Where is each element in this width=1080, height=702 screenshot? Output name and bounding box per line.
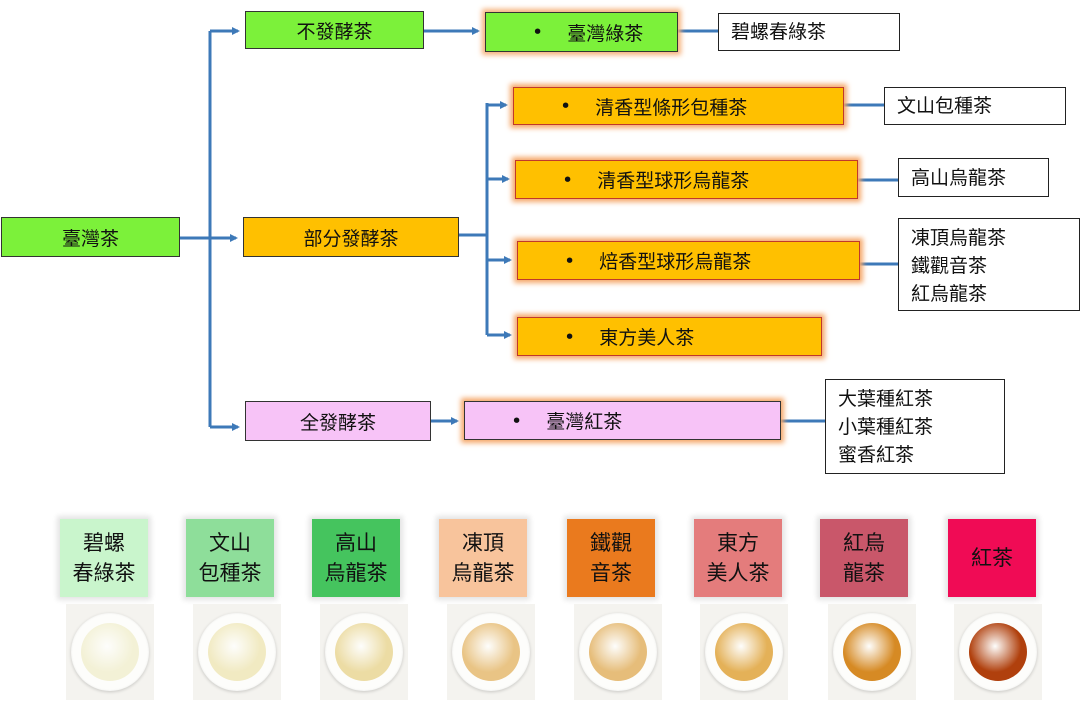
swatch-oriental-beauty: 東方 美人茶: [694, 519, 782, 597]
cup-tieguanyin: [574, 604, 662, 700]
cup-oriental-beauty: [700, 604, 788, 700]
swatch-line2: 包種茶: [198, 561, 262, 585]
subtype-oriental-beauty: 東方美人茶: [517, 317, 822, 356]
swatch-dongding-oolong: 凍頂 烏龍茶: [439, 519, 527, 597]
cup-black-tea: [954, 604, 1042, 700]
cup-rim: [705, 613, 783, 691]
connector-partial-trunk: [459, 103, 489, 335]
examples-black-tea: 大葉種紅茶 小葉種紅茶 蜜香紅茶: [825, 379, 1005, 474]
swatch-line1: 東方: [717, 531, 759, 555]
cup-wenshan-baozhong: [193, 604, 281, 700]
subtype-black-tea-label: 臺灣紅茶: [546, 411, 623, 433]
swatch-line2: 烏龍茶: [451, 561, 515, 585]
swatch-line1: 高山: [335, 531, 377, 555]
tea-liquor: [208, 623, 266, 681]
subtype-ball-oolong: 清香型球形烏龍茶: [515, 160, 858, 199]
cup-rim: [71, 613, 149, 691]
swatch-high-mountain-oolong: 高山 烏龍茶: [312, 519, 400, 597]
swatch-line2: 烏龍茶: [324, 561, 388, 585]
swatch-line2: 春綠茶: [72, 561, 136, 585]
subtype-roast-oolong: 焙香型球形烏龍茶: [517, 241, 860, 280]
category-full-label: 全發酵茶: [299, 411, 376, 434]
examples-green-tea: 碧螺春綠茶: [718, 13, 900, 51]
subtype-green-tea-label: 臺灣綠茶: [567, 22, 644, 45]
cup-rim: [325, 613, 403, 691]
examples-roast-oolong: 凍頂烏龍茶 鐵觀音茶 紅烏龍茶: [898, 218, 1080, 311]
tea-liquor: [969, 623, 1027, 681]
examples-baozhong: 文山包種茶: [884, 87, 1066, 125]
example-item: 蜜香紅茶: [838, 444, 915, 466]
subtype-ball-oolong-label: 清香型球形烏龍茶: [597, 170, 750, 192]
subtype-roast-oolong-label: 焙香型球形烏龍茶: [599, 251, 752, 273]
swatch-line1: 文山: [209, 531, 251, 555]
subtype-oriental-beauty-label: 東方美人茶: [599, 327, 695, 349]
tea-liquor: [462, 623, 520, 681]
swatch-tieguanyin: 鐵觀 音茶: [567, 519, 655, 597]
swatch-red-oolong: 紅烏 龍茶: [820, 519, 908, 597]
connector-root-trunk: [180, 31, 212, 427]
category-partial-label: 部分發酵茶: [303, 227, 399, 250]
example-item: 高山烏龍茶: [911, 167, 1007, 189]
tea-liquor: [81, 623, 139, 681]
root-node: 臺灣茶: [1, 217, 180, 257]
swatch-line1: 紅烏: [843, 531, 885, 555]
subtype-green-tea: 臺灣綠茶: [485, 12, 678, 52]
swatch-line2: 音茶: [590, 561, 632, 585]
swatch-black-tea: 紅茶: [948, 519, 1036, 597]
example-item: 小葉種紅茶: [838, 416, 934, 438]
cup-rim: [198, 613, 276, 691]
example-item: 大葉種紅茶: [838, 388, 934, 410]
examples-ball-oolong: 高山烏龍茶: [898, 158, 1049, 197]
cup-biluochun: [66, 604, 154, 700]
swatch-biluochun: 碧螺 春綠茶: [60, 519, 148, 597]
cup-dongding-oolong: [447, 604, 535, 700]
example-item: 紅烏龍茶: [911, 283, 988, 305]
subtype-baozhong-label: 清香型條形包種茶: [595, 96, 748, 119]
cup-high-mountain-oolong: [320, 604, 408, 700]
cup-red-oolong: [828, 604, 916, 700]
swatch-wenshan-baozhong: 文山 包種茶: [186, 519, 274, 597]
swatch-line1: 鐵觀: [590, 531, 632, 555]
cup-rim: [579, 613, 657, 691]
swatch-line1: 凍頂: [462, 531, 504, 555]
swatch-line1: 紅茶: [971, 546, 1013, 570]
subtype-baozhong: 清香型條形包種茶: [513, 87, 844, 125]
example-item: 鐵觀音茶: [911, 255, 988, 277]
category-unfermented: 不發酵茶: [245, 11, 424, 49]
cup-rim: [959, 613, 1037, 691]
cup-rim: [452, 613, 530, 691]
swatch-line1: 碧螺: [83, 531, 125, 555]
cup-rim: [833, 613, 911, 691]
tea-liquor: [843, 623, 901, 681]
subtype-black-tea: 臺灣紅茶: [464, 401, 781, 440]
tea-liquor: [335, 623, 393, 681]
swatch-line2: 美人茶: [706, 561, 770, 585]
example-item: 文山包種茶: [897, 95, 993, 117]
root-label: 臺灣茶: [61, 227, 119, 250]
example-item: 凍頂烏龍茶: [911, 227, 1007, 249]
tea-liquor: [715, 623, 773, 681]
category-unfermented-label: 不發酵茶: [296, 20, 373, 43]
example-item: 碧螺春綠茶: [731, 21, 827, 43]
category-partial: 部分發酵茶: [243, 217, 459, 257]
swatch-line2: 龍茶: [843, 561, 885, 585]
tea-liquor: [589, 623, 647, 681]
category-full: 全發酵茶: [245, 401, 431, 441]
